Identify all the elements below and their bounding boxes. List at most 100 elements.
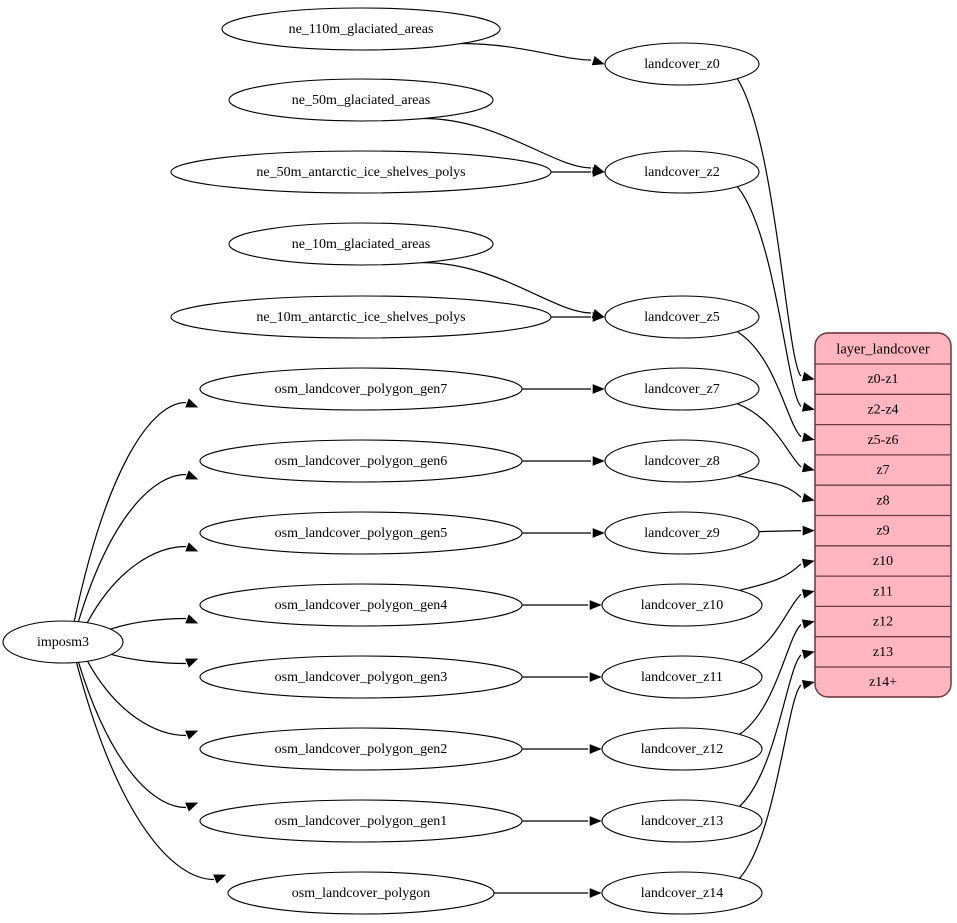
node-ne-10m-glaciated-areas[interactable]: ne_10m_glaciated_areas [228,222,494,266]
arrowhead-osm-landcover-polygon-gen3-landcover-z11 [589,672,602,682]
node-osm-landcover-polygon-gen3[interactable]: osm_landcover_polygon_gen3 [199,655,523,699]
node-landcover-z0[interactable]: landcover_z0 [604,42,760,86]
edge-landcover-z13-to-row-z13 [739,654,802,807]
edge-ne-10m-glaciated-areas-to-landcover-z5 [422,262,592,314]
node-landcover-z9[interactable]: landcover_z9 [604,511,760,555]
node-shape-ne-50m-glaciated-areas [228,78,494,122]
table-row-z7[interactable]: z7 [815,454,951,478]
node-landcover-z14[interactable]: landcover_z14 [601,871,763,915]
edge-imposm3-to-osm-landcover-polygon-gen1 [77,662,187,809]
arrowhead-ne-50m-antarctic-ice-shelves-polys-landcover-z2 [592,167,605,177]
node-osm-landcover-polygon-gen1[interactable]: osm_landcover_polygon_gen1 [199,799,523,843]
arrowhead-row-z10 [801,558,815,569]
edge-imposm3-to-osm-landcover-polygon-gen3 [111,653,187,665]
node-label-landcover-z9: landcover_z9 [644,526,719,541]
node-landcover-z11[interactable]: landcover_z11 [601,655,763,699]
node-osm-landcover-polygon-gen5[interactable]: osm_landcover_polygon_gen5 [199,511,523,555]
node-imposm3[interactable]: imposm3 [2,620,124,664]
arrowhead-ne-110m-glaciated-areas-landcover-z0 [591,56,605,66]
table-row-z13[interactable]: z13 [815,636,951,660]
node-osm-landcover-polygon-gen6[interactable]: osm_landcover_polygon_gen6 [199,439,523,483]
edge-imposm3-to-osm-landcover-polygon-gen6 [77,473,187,622]
node-label-landcover-z8: landcover_z8 [644,454,719,469]
table-row-z0-z1[interactable]: z0-z1 [867,372,898,387]
node-shape-imposm3 [2,620,124,664]
node-shape-osm-landcover-polygon-gen6 [199,439,523,483]
node-label-osm-landcover-polygon: osm_landcover_polygon [292,886,430,901]
nodes-group: imposm3 ne_110m_glaciated_areas ne_50m_gla… [2,7,763,915]
node-shape-osm-landcover-polygon-gen7 [199,367,523,411]
node-landcover-z7[interactable]: landcover_z7 [604,367,760,411]
node-ne-50m-antarctic-ice-shelves-polys[interactable]: ne_50m_antarctic_ice_shelves_polys [170,150,552,194]
node-label-osm-landcover-polygon-gen1: osm_landcover_polygon_gen1 [275,814,448,829]
node-landcover-z8[interactable]: landcover_z8 [604,439,760,483]
arrowhead-osm-landcover-polygon-gen2-landcover-z12 [589,744,602,754]
table-row-z5-z6[interactable]: z5-z6 [815,423,951,448]
node-label-osm-landcover-polygon-gen3: osm_landcover_polygon_gen3 [275,670,448,685]
edge-landcover-z2-to-row-z2-z4 [736,186,802,407]
table-row-z8[interactable]: z8 [815,484,951,508]
edge-imposm3-to-osm-landcover-polygon-gen7 [73,401,187,622]
arrowhead-osm-landcover-polygon-gen4 [185,614,199,624]
node-ne-10m-antarctic-ice-shelves-polys[interactable]: ne_10m_antarctic_ice_shelves_polys [170,295,552,339]
node-label-landcover-z13: landcover_z13 [641,814,723,829]
node-label-landcover-z12: landcover_z12 [641,742,723,757]
table-cell-z11: z11 [873,584,893,599]
arrowhead-row-z0-z1 [801,371,815,382]
edge-landcover-z8-to-row-z8 [737,475,802,498]
arrowhead-osm-landcover-polygon-gen3 [185,658,199,668]
node-label-landcover-z7: landcover_z7 [644,382,719,397]
node-ne-110m-glaciated-areas[interactable]: ne_110m_glaciated_areas [221,7,501,51]
node-label-osm-landcover-polygon-gen5: osm_landcover_polygon_gen5 [275,526,448,541]
table-cell-z7: z7 [876,463,889,478]
node-landcover-z13[interactable]: landcover_z13 [601,799,763,843]
node-shape-ne-50m-antarctic-ice-shelves-polys [170,150,552,194]
edge-landcover-z0-to-row-z0-z1 [736,78,802,377]
table-row-z11[interactable]: z11 [815,575,951,599]
table-cell-z10: z10 [873,554,893,569]
table-row-z2-z4[interactable]: z2-z4 [815,393,951,417]
arrowhead-osm-landcover-polygon-gen7-landcover-z7 [592,384,605,394]
node-label-imposm3: imposm3 [37,635,89,650]
edge-ne-50m-glaciated-areas-to-landcover-z2 [423,117,592,169]
edge-imposm3-to-osm-landcover-polygon-gen2 [86,660,187,737]
node-shape-landcover-z0 [604,42,760,86]
node-shape-osm-landcover-polygon-gen5 [199,511,523,555]
arrowhead-row-z8 [801,493,815,503]
node-ne-50m-glaciated-areas[interactable]: ne_50m_glaciated_areas [228,78,494,122]
node-label-osm-landcover-polygon-gen7: osm_landcover_polygon_gen7 [275,382,448,397]
node-osm-landcover-polygon-gen7[interactable]: osm_landcover_polygon_gen7 [199,367,523,411]
node-osm-landcover-polygon-gen4[interactable]: osm_landcover_polygon_gen4 [199,583,523,627]
edge-landcover-z5-to-row-z5-z6 [737,331,802,438]
arrowhead-row-z5-z6 [801,432,815,442]
node-landcover-z10[interactable]: landcover_z10 [601,583,763,627]
table-cell-z9: z9 [876,524,889,539]
table-cell-z2-z4: z2-z4 [867,402,898,417]
node-shape-ne-10m-glaciated-areas [228,222,494,266]
arrowhead-osm-landcover-polygon-gen6 [185,470,199,480]
node-shape-landcover-z14 [601,871,763,915]
node-landcover-z2[interactable]: landcover_z2 [604,150,760,194]
node-osm-landcover-polygon[interactable]: osm_landcover_polygon [227,871,495,915]
table-cell-z0-z1: z0-z1 [867,372,898,387]
table-row-z12[interactable]: z12 [815,605,951,630]
arrowhead-row-z9 [802,525,815,536]
table-row-z14[interactable]: z14+ [815,666,951,690]
node-shape-landcover-z7 [604,367,760,411]
node-landcover-z12[interactable]: landcover_z12 [601,727,763,771]
node-shape-landcover-z11 [601,655,763,699]
table-row-z9[interactable]: z9 [815,514,951,539]
node-shape-landcover-z13 [601,799,763,843]
table-row-z10[interactable]: z10 [815,545,951,569]
node-osm-landcover-polygon-gen2[interactable]: osm_landcover_polygon_gen2 [199,727,523,771]
node-label-ne-10m-glaciated-areas: ne_10m_glaciated_areas [292,237,430,252]
arrowhead-osm-landcover-polygon-gen6-landcover-z8 [592,456,605,466]
node-label-ne-50m-glaciated-areas: ne_50m_glaciated_areas [292,93,430,108]
table-outline [814,332,952,698]
node-landcover-z5[interactable]: landcover_z5 [604,295,760,339]
edge-landcover-z14-to-row-z14 [739,684,802,879]
node-shape-landcover-z8 [604,439,760,483]
edge-imposm3-to-osm-landcover-polygon-gen4 [110,617,187,630]
arrowhead-osm-landcover-polygon-gen4-landcover-z10 [589,600,602,610]
